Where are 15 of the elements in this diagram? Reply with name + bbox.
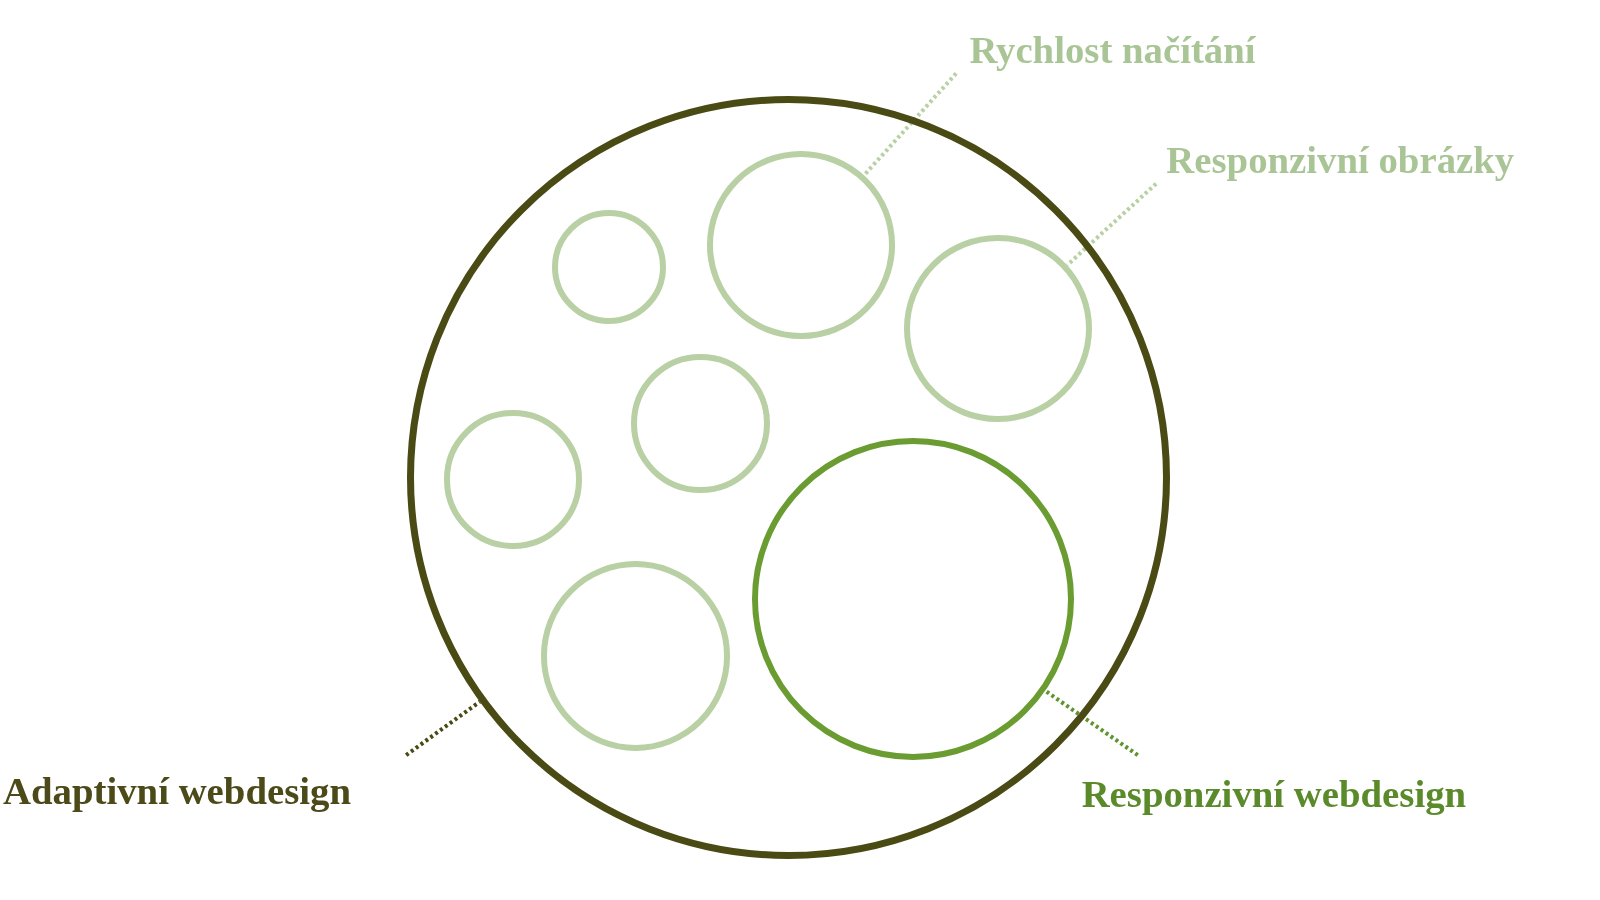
callout-label: Responzivní webdesign	[1081, 771, 1467, 818]
circle-outline	[551, 210, 667, 325]
circle-outline	[631, 353, 771, 493]
circle-outline	[751, 437, 1075, 761]
leader-line	[862, 72, 958, 177]
leader-line	[1065, 182, 1158, 267]
circle-outline	[707, 150, 895, 339]
callout-label: Adaptivní webdesign	[3, 768, 351, 815]
leader-line	[1044, 689, 1139, 757]
callout-label: Rychlost načítání	[969, 26, 1256, 74]
leader-line	[404, 699, 482, 757]
circle-outline	[903, 234, 1092, 423]
circle-outline	[540, 561, 731, 751]
circle-outline	[443, 410, 583, 549]
callout-label: Responzivní obrázky	[1166, 136, 1515, 184]
